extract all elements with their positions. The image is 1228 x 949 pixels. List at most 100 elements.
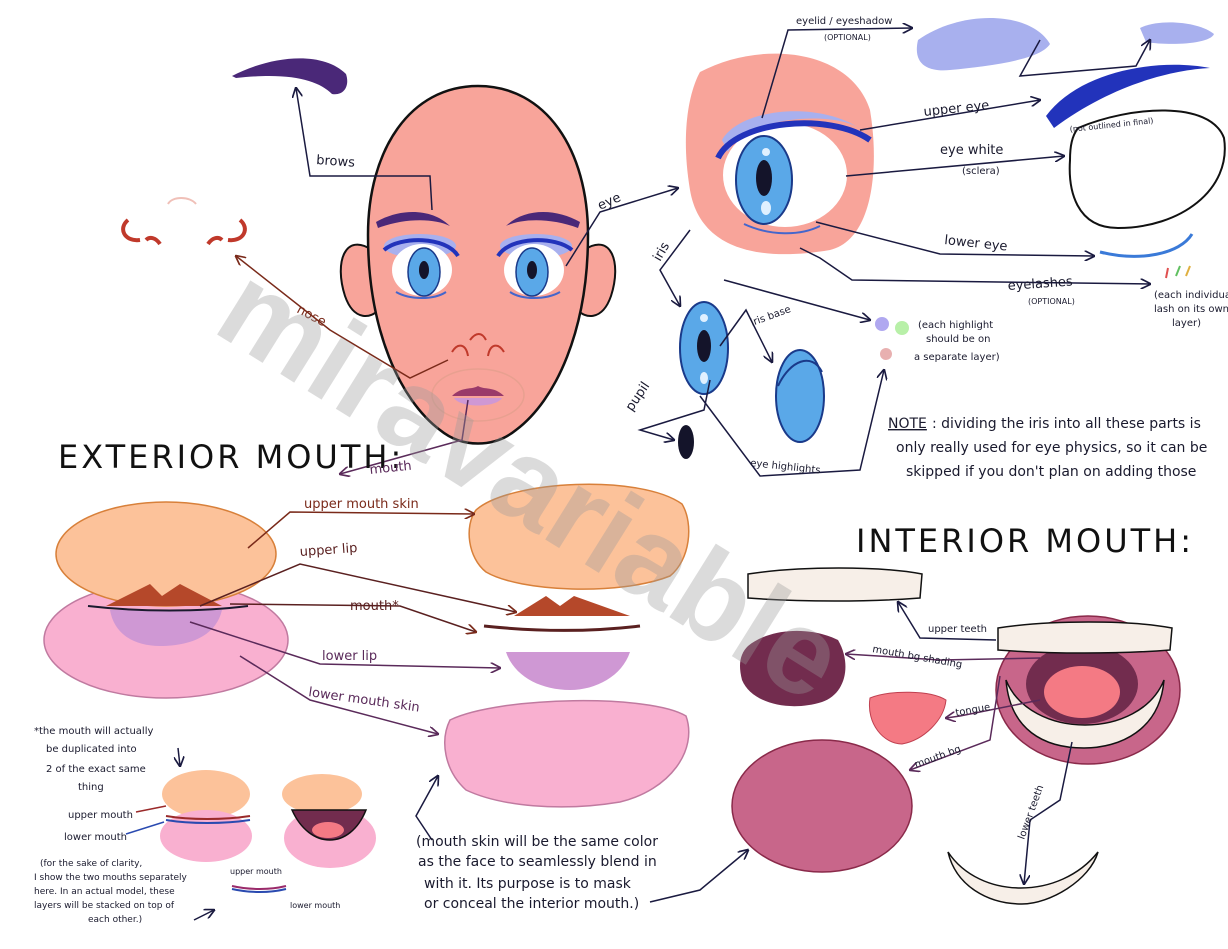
right-lower-eye — [509, 291, 561, 299]
lower-skin-piece — [444, 699, 690, 808]
label-lower-mouth-skin: lower mouth skin — [307, 685, 420, 715]
label-mouth-bg: mouth bg — [913, 744, 962, 771]
label-sclera: (sclera) — [962, 166, 1000, 177]
skin-note-3: with it. Its purpose is to mask — [424, 876, 632, 892]
upper-skin-piece — [468, 483, 690, 590]
note-title: NOTE — [888, 416, 927, 432]
label-eyelid: eyelid / eyeshadow — [796, 16, 892, 27]
face-lower-lip — [454, 398, 502, 406]
upper-lip-piece — [514, 596, 630, 616]
note-line-2: only really used for eye physics, so it … — [896, 440, 1207, 456]
clarity-note-4: layers will be stacked on top of — [34, 901, 175, 911]
label-mouth-star: mouth* — [350, 599, 399, 614]
assembled-upper-skin — [55, 501, 277, 607]
label-lower-mouth-small: lower mouth — [290, 901, 340, 910]
exterior-mouth-group — [43, 483, 690, 893]
label-mouth: mouth — [369, 459, 413, 478]
star-note-2: be duplicated into — [46, 744, 137, 755]
lower-lip-piece — [506, 652, 630, 690]
label-eyelashes: eyelashes — [1007, 274, 1073, 294]
lower-eye-piece — [1099, 233, 1194, 258]
clarity-note-2: I show the two mouths separately — [34, 873, 188, 883]
label-upper-lip: upper lip — [299, 541, 358, 560]
assembled-tongue — [1044, 666, 1120, 718]
heading-interior-mouth: INTERIOR MOUTH: — [856, 522, 1194, 560]
lash-pieces — [1165, 265, 1191, 279]
skin-note-4: or conceal the interior mouth.) — [424, 896, 639, 912]
note-line-1: : dividing the iris into all these parts… — [932, 416, 1201, 432]
label-upper-mouth: upper mouth — [68, 810, 133, 821]
label-brows: brows — [316, 153, 356, 171]
upper-teeth-piece — [747, 567, 923, 602]
label-eyelashes-optional: (OPTIONAL) — [1028, 297, 1075, 306]
star-note-1: *the mouth will actually — [34, 726, 153, 737]
left-pupil — [419, 261, 429, 279]
label-lower-lip: lower lip — [322, 649, 377, 664]
eyelid-pieces — [916, 17, 1214, 71]
star-note-4: thing — [78, 782, 104, 793]
label-upper-mouth-skin: upper mouth skin — [304, 497, 419, 512]
label-upper-mouth-small: upper mouth — [230, 867, 282, 876]
assembled-upper-lip — [106, 584, 222, 606]
left-lower-eye — [395, 291, 447, 299]
nose — [451, 333, 505, 357]
labels: brows nose eye iris iris base pupil eye … — [34, 16, 1228, 925]
note-line-3: skipped if you don't plan on adding thos… — [906, 464, 1196, 480]
iris-base — [775, 349, 825, 443]
right-brow — [506, 211, 580, 228]
assembled-lower-lip — [110, 610, 222, 646]
eye-highlight-1 — [762, 148, 770, 156]
eye-highlight-2 — [761, 201, 771, 215]
left-upper-eye — [382, 238, 460, 258]
small-upper-skin — [162, 770, 250, 818]
highlight-note-1: (each highlight — [918, 320, 993, 331]
label-lower-eye: lower eye — [944, 233, 1009, 255]
lash-note-2: lash on its own — [1154, 304, 1228, 315]
mouth-bg-shading-piece — [740, 630, 846, 707]
face-mouth-skin — [431, 368, 525, 422]
mouth-line-piece — [483, 624, 641, 632]
star-note-3: 2 of the exact same — [46, 764, 146, 775]
eye-pupil — [756, 160, 772, 196]
highlight-piece-1 — [875, 317, 889, 331]
skin-note-1: (mouth skin will be the same color — [416, 834, 658, 850]
iris-parts — [678, 301, 909, 459]
label-iris: iris — [650, 240, 673, 264]
clarity-note-5: each other.) — [88, 915, 142, 925]
lower-teeth-piece — [947, 851, 1099, 905]
face-upper-lip — [452, 386, 504, 396]
eye-lower-lid — [743, 223, 821, 235]
eye-eyeshadow — [722, 111, 862, 152]
label-eyelid-optional: (OPTIONAL) — [824, 33, 871, 42]
clarity-note-1: (for the sake of clarity, — [40, 859, 142, 869]
highlight-piece-3 — [880, 348, 892, 360]
right-upper-eye — [496, 238, 574, 258]
label-eye: eye — [596, 190, 624, 213]
label-iris-base: iris base — [749, 304, 792, 329]
highlight-note-2: should be on — [926, 334, 990, 345]
assembled-lower-teeth — [1005, 679, 1165, 749]
eye-upper-lid — [715, 120, 872, 160]
clarity-note-3: here. In an actual model, these — [34, 887, 175, 897]
highlight-note-3: a separate layer) — [914, 352, 1000, 363]
small-open-upper-skin — [282, 774, 362, 814]
tongue-piece — [868, 691, 947, 745]
label-eye-white: eye white — [940, 143, 1003, 158]
leader-lines — [125, 28, 1150, 921]
label-upper-teeth: upper teeth — [928, 624, 987, 635]
skin-note-2: as the face to seamlessly blend in — [418, 854, 657, 870]
upper-eye-piece — [1046, 64, 1210, 128]
assembled-upper-teeth — [997, 621, 1173, 654]
detached-nose — [121, 197, 247, 246]
mouth-bg-piece — [731, 739, 913, 873]
lash-note-3: layer) — [1172, 318, 1201, 329]
left-brow — [376, 211, 450, 228]
interior-mouth-group — [731, 567, 1181, 905]
heading-exterior-mouth: EXTERIOR MOUTH: — [58, 438, 404, 476]
sclera-piece — [1068, 109, 1226, 230]
label-tongue: tongue — [955, 702, 992, 719]
label-eye-highlights: eye highlights — [750, 458, 821, 476]
label-pupil: pupil — [623, 379, 653, 414]
detached-brow — [232, 58, 348, 95]
highlight-piece-2 — [895, 321, 909, 335]
